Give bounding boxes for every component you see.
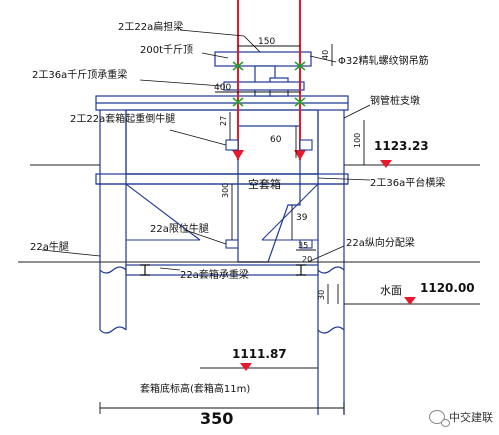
box-bearing-beam [125, 264, 319, 276]
label-limit-corbel: 22a限位牛腿 [150, 222, 209, 235]
dimension-lines [99, 44, 365, 414]
watermark-text: 中交建联 [449, 411, 493, 424]
empty-box-body [237, 125, 301, 263]
dim-39: 39 [296, 213, 308, 223]
dim-60: 60 [270, 135, 282, 145]
dim-35: 35 [298, 241, 308, 250]
dim-30: 30 [317, 290, 326, 300]
steel-pipe-pile-left [99, 100, 127, 334]
watermark: 中交建联 [429, 409, 493, 427]
dim-20: 20 [302, 255, 312, 264]
dim-400: 400 [214, 83, 231, 93]
leader-lines [41, 29, 371, 271]
dim-150: 150 [258, 37, 275, 47]
label-box-bearing-beam: 22a套箱承重梁 [180, 268, 249, 281]
dim-300: 300 [221, 183, 230, 198]
ground-line [18, 164, 480, 369]
label-spreader-beam: 2工22a扁担梁 [118, 20, 183, 33]
rod-nodes [232, 61, 306, 107]
label-pile-pier: 钢管桩支墩 [370, 94, 420, 107]
label-bearing-beam: 2工36a千斤顶承重梁 [32, 68, 127, 81]
jack-bearing-beam [95, 95, 349, 111]
elevation-water: 1120.00 [420, 281, 475, 295]
label-platform-beam: 2工36a平台横梁 [370, 176, 445, 189]
label-hanger-rod: Φ32精轧螺纹钢吊筋 [338, 54, 429, 67]
label-dist-beam: 22a纵向分配梁 [346, 236, 415, 249]
label-box-bottom: 套箱底标高(套箱高11m) [140, 382, 250, 395]
wechat-icon [429, 410, 450, 427]
platform-crossbeam [95, 109, 349, 185]
dim-100: 100 [353, 133, 362, 148]
elevation-markers [240, 160, 416, 371]
label-water: 水面 [380, 284, 402, 297]
elevation-box-bottom: 1111.87 [232, 347, 287, 361]
rod-end-arrows [232, 150, 306, 160]
dim-40: 40 [321, 50, 330, 60]
elevation-pile-top: 1123.23 [374, 139, 429, 153]
label-empty-box: 空套箱 [248, 177, 281, 191]
label-jack: 200t千斤顶 [140, 44, 193, 56]
hanger-rods [237, 0, 301, 160]
label-corbel: 22a牛腿 [30, 240, 69, 253]
label-lifting-corbel-1: 2工22a套箱起重倒牛腿 [70, 112, 175, 125]
dim-27: 27 [219, 116, 228, 126]
dim-350: 350 [200, 409, 233, 428]
i-beam-markers [140, 264, 306, 276]
steel-pipe-pile-right [317, 100, 345, 415]
